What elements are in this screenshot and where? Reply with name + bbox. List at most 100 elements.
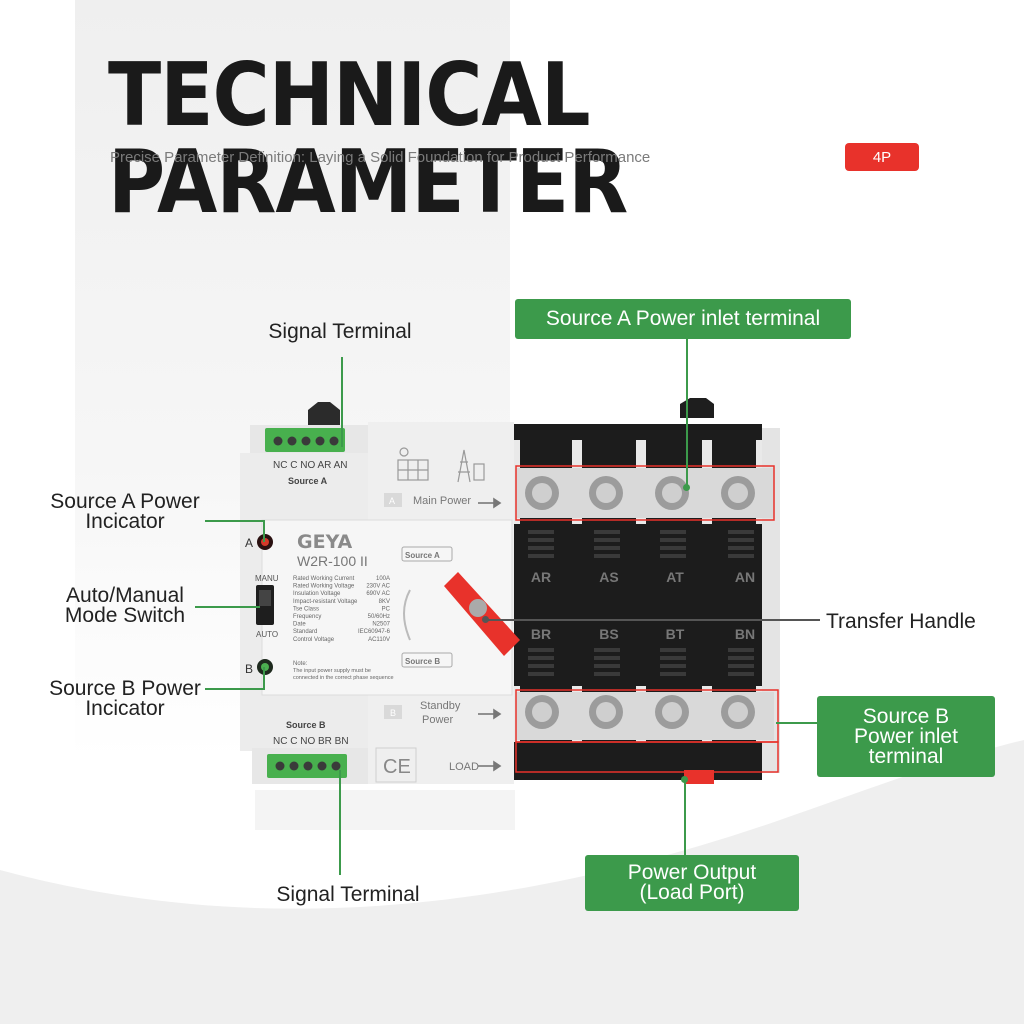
leader-source-a <box>686 338 688 488</box>
mode-switch-knob <box>259 590 271 606</box>
top-terminal-labels: NC C NO AR AN <box>273 460 347 471</box>
brand-logo: GEYA <box>297 531 353 553</box>
lower-phase-label: BN <box>735 626 755 642</box>
callout-transfer-handle: Transfer Handle <box>826 610 976 633</box>
callout-signal-terminal-top: Signal Terminal <box>268 320 412 343</box>
note-title: Note: <box>293 661 308 667</box>
spec-name: Rated Working Current <box>293 576 355 582</box>
bottom-terminal-labels: NC C NO BR BN <box>273 736 349 747</box>
indicator-a-label: A <box>245 536 253 550</box>
handle-arc <box>403 589 411 641</box>
leader-power-output <box>684 780 686 858</box>
callout-source-a-indicator: Source A Power Incicator <box>35 490 215 533</box>
load-label: LOAD <box>449 761 479 773</box>
leader-signal-bottom <box>339 770 341 875</box>
standby-power-square <box>384 705 402 719</box>
callout-source-b-indicator: Source B Power Incicator <box>35 677 215 720</box>
main-power-square <box>384 493 402 507</box>
leader-indicator-b <box>205 688 265 690</box>
load-terminal-highlight <box>515 741 779 773</box>
upper-phase-label: AN <box>735 569 755 585</box>
leader-source-b <box>776 722 820 724</box>
spec-value: 230V AC <box>366 584 390 590</box>
note-line-2: connected in the correct phase sequence <box>293 675 394 681</box>
power-tower-icon <box>457 449 485 483</box>
pole-badge: 4P <box>845 143 919 171</box>
model-label: W2R-100 II <box>297 553 368 569</box>
spec-table: Rated Working Current 100A Rated Working V… <box>293 576 391 643</box>
top-signal-screws <box>273 436 339 446</box>
main-power-letter: A <box>389 496 395 506</box>
upper-phase-label: AS <box>599 569 618 585</box>
dot-power-output <box>681 776 688 783</box>
callout-source-b-inlet: Source B Power inlet terminal <box>817 696 995 777</box>
callout-power-output: Power Output (Load Port) <box>585 855 799 911</box>
leader-mode-switch <box>195 606 260 608</box>
main-power-label: Main Power <box>413 495 471 507</box>
spec-value: 690V AC <box>366 591 390 597</box>
spec-value: 8KV <box>379 599 390 605</box>
leader-indicator-a-v <box>263 520 265 542</box>
callout-source-a-indicator-text: Source A Power Incicator <box>50 490 200 533</box>
bottom-signal-screws <box>275 761 341 771</box>
page-title: TECHNICAL PARAMETER <box>108 45 628 234</box>
arrow-icons <box>478 497 502 772</box>
bottom-source-label: Source B <box>286 720 326 730</box>
spec-name: Rated Working Voltage <box>293 584 355 590</box>
spec-value: IEC60947-6 <box>358 629 391 635</box>
callout-source-b-inlet-text: Source B Power inlet terminal <box>854 704 958 768</box>
spec-value: 50/60Hz <box>368 614 390 620</box>
standby-label-line2: Power <box>422 714 454 726</box>
callout-power-output-text: Power Output (Load Port) <box>627 861 757 904</box>
ce-mark: CE <box>383 756 411 778</box>
callout-mode-switch-text: Auto/Manual Mode Switch <box>64 584 186 627</box>
indicator-b-label: B <box>245 662 253 676</box>
handle-source-b-box <box>401 652 453 668</box>
switch-manu-label: MANU <box>255 574 279 583</box>
page-subtitle: Precise Parameter Definition: Laying a S… <box>110 149 651 166</box>
upper-phase-label: AT <box>666 569 684 585</box>
spec-name: Control Voltage <box>293 637 335 643</box>
leader-indicator-a <box>205 520 265 522</box>
spec-name: Tse Class <box>293 606 319 612</box>
mount-tab-left <box>308 402 340 425</box>
upper-terminal-screws <box>525 476 755 510</box>
leader-indicator-b-v <box>263 667 265 689</box>
solar-panel-icon <box>397 447 429 481</box>
upper-phase-label: AR <box>531 569 551 585</box>
dot-transfer-handle <box>482 616 489 623</box>
lower-phase-label: BR <box>531 626 551 642</box>
reflection <box>255 790 515 830</box>
handle-source-a-label: Source A <box>405 551 440 560</box>
standby-label-line1: Standby <box>420 700 461 712</box>
spec-value: AC110V <box>368 637 390 643</box>
callout-signal-terminal-bottom: Signal Terminal <box>276 883 420 906</box>
spec-value: 100A <box>376 576 390 582</box>
spec-value: N2507 <box>372 622 390 628</box>
spec-value: PC <box>382 606 391 612</box>
callout-mode-switch: Auto/Manual Mode Switch <box>35 584 215 627</box>
switch-auto-label: AUTO <box>256 630 278 639</box>
bottom-red-clip <box>684 770 714 784</box>
callout-source-b-indicator-text: Source B Power Incicator <box>49 677 201 720</box>
lower-terminal-screws <box>525 695 755 729</box>
handle-pivot <box>469 599 487 617</box>
lower-phase-label: BT <box>666 626 685 642</box>
ce-box <box>375 747 417 783</box>
handle-source-a-box <box>401 546 453 562</box>
spec-name: Insulation Voltage <box>293 591 341 597</box>
vent-grilles <box>528 530 754 676</box>
note-line-1: The input power supply must be <box>293 668 371 674</box>
upper-terminal-highlight <box>515 465 775 521</box>
spec-name: Date <box>293 622 306 628</box>
leader-transfer-handle <box>485 619 820 621</box>
mount-tab-top <box>680 398 714 418</box>
leader-signal-top <box>341 357 343 447</box>
spec-name: Frequency <box>293 614 321 620</box>
spec-name: Impact-resistant Voltage <box>293 599 358 605</box>
upper-phase-labels: AR AS AT AN <box>531 569 755 585</box>
dot-source-a <box>683 484 690 491</box>
background-wave <box>0 740 1024 1024</box>
